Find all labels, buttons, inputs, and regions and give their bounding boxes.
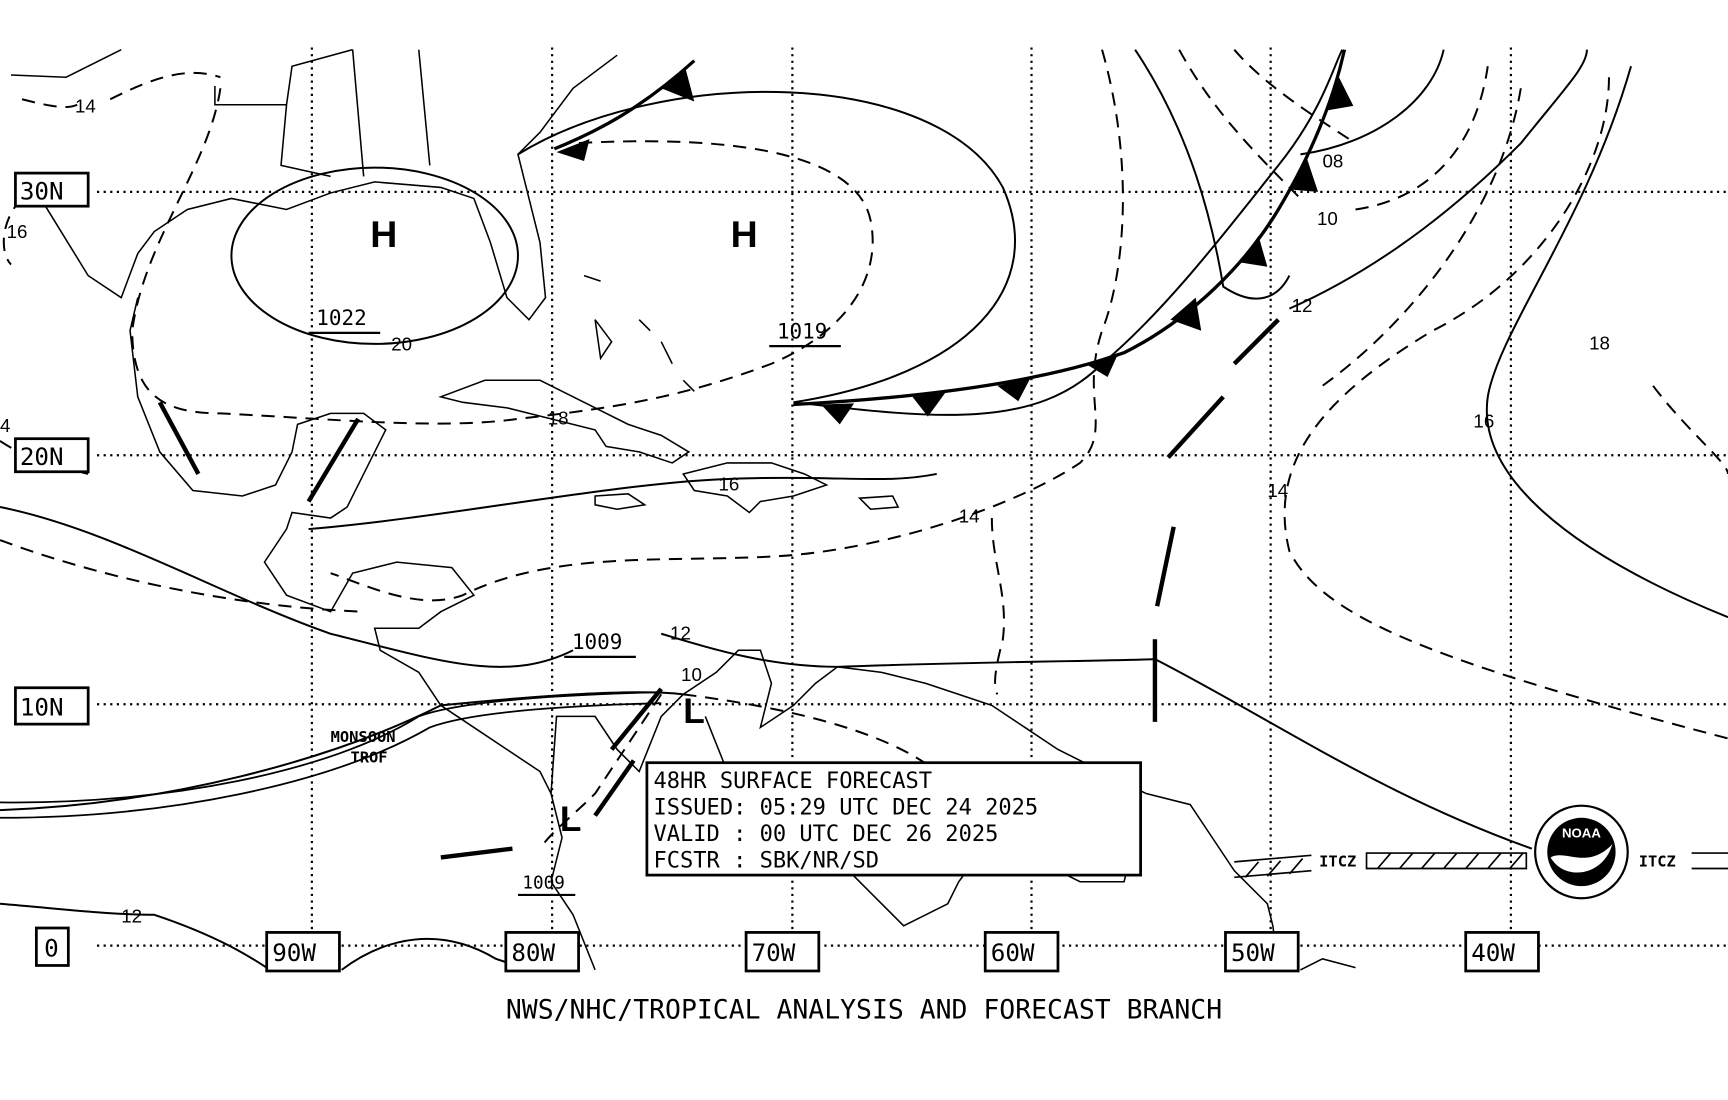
lon-label-40w: 40W bbox=[1471, 938, 1515, 967]
isobars bbox=[0, 49, 1728, 971]
low-pressure-1009-north: 1009 bbox=[572, 630, 622, 654]
forecaster-initials: FCSTR : SBK/NR/SD bbox=[654, 848, 880, 873]
high-center-atlantic: H bbox=[731, 213, 758, 255]
cold-front bbox=[553, 49, 1354, 425]
pressure-values: 1022 1019 1009 1009 bbox=[308, 306, 841, 897]
svg-text:18: 18 bbox=[1589, 332, 1610, 353]
lon-label-80w: 80W bbox=[511, 938, 555, 967]
low-pressure-1009-south: 1009 bbox=[522, 873, 564, 893]
lat-label-0: 0 bbox=[44, 934, 59, 963]
svg-text:16: 16 bbox=[7, 221, 28, 242]
high-pressure-1022: 1022 bbox=[316, 306, 366, 330]
monsoon-trough-label-2: TROF bbox=[350, 749, 387, 767]
graticule bbox=[96, 47, 1728, 947]
forecast-title: 48HR SURFACE FORECAST bbox=[654, 769, 933, 794]
itcz-band bbox=[1234, 852, 1728, 879]
svg-text:14: 14 bbox=[75, 95, 96, 116]
lat-label-20n: 20N bbox=[20, 442, 64, 471]
svg-text:14: 14 bbox=[1267, 480, 1288, 501]
lon-label-70w: 70W bbox=[752, 938, 796, 967]
svg-text:12: 12 bbox=[121, 905, 142, 926]
feature-labels: MONSOON TROF ITCZ ITCZ bbox=[331, 728, 1676, 871]
low-center-panama: L bbox=[560, 800, 582, 839]
itcz-label-west: ITCZ bbox=[1319, 852, 1356, 870]
latitude-labels: 30N 20N 10N 0 bbox=[14, 171, 90, 967]
itcz-label-east: ITCZ bbox=[1639, 852, 1676, 870]
issued-time: ISSUED: 05:29 UTC DEC 24 2025 bbox=[654, 795, 1039, 820]
isobar-labels: 14 16 20 18 16 14 12 10 08 10 12 18 16 1… bbox=[0, 95, 1610, 926]
svg-text:4: 4 bbox=[0, 415, 10, 436]
lon-label-60w: 60W bbox=[991, 938, 1035, 967]
svg-text:16: 16 bbox=[1473, 411, 1494, 432]
lat-label-30n: 30N bbox=[20, 177, 64, 206]
forecast-info-box: 48HR SURFACE FORECAST ISSUED: 05:29 UTC … bbox=[645, 761, 1142, 877]
pressure-centers: H H L L bbox=[370, 213, 757, 839]
footer-agency: NWS/NHC/TROPICAL ANALYSIS AND FORECAST B… bbox=[506, 994, 1222, 1025]
monsoon-trough-label: MONSOON bbox=[331, 728, 396, 746]
low-center-colombia: L bbox=[683, 692, 705, 731]
svg-text:20: 20 bbox=[391, 334, 412, 355]
svg-text:12: 12 bbox=[670, 622, 691, 643]
svg-text:16: 16 bbox=[719, 473, 740, 494]
valid-time: VALID : 00 UTC DEC 26 2025 bbox=[654, 822, 999, 847]
monsoon-trough bbox=[0, 691, 662, 819]
svg-text:12: 12 bbox=[1292, 295, 1313, 316]
svg-text:14: 14 bbox=[959, 505, 980, 526]
lat-label-10n: 10N bbox=[20, 692, 64, 721]
svg-text:08: 08 bbox=[1322, 151, 1343, 172]
longitude-labels: 90W 80W 70W 60W 50W 40W bbox=[265, 931, 1540, 973]
lon-label-50w: 50W bbox=[1231, 938, 1275, 967]
noaa-logo: NOAA bbox=[1534, 804, 1629, 900]
high-center-gulf: H bbox=[370, 213, 397, 255]
troughs bbox=[157, 318, 1280, 860]
coastlines bbox=[10, 48, 1356, 971]
lon-label-90w: 90W bbox=[272, 938, 316, 967]
svg-text:10: 10 bbox=[1317, 208, 1338, 229]
svg-text:18: 18 bbox=[548, 407, 569, 428]
noaa-logo-text: NOAA bbox=[1562, 826, 1601, 841]
svg-text:10: 10 bbox=[681, 664, 702, 685]
high-pressure-1019: 1019 bbox=[777, 319, 827, 343]
